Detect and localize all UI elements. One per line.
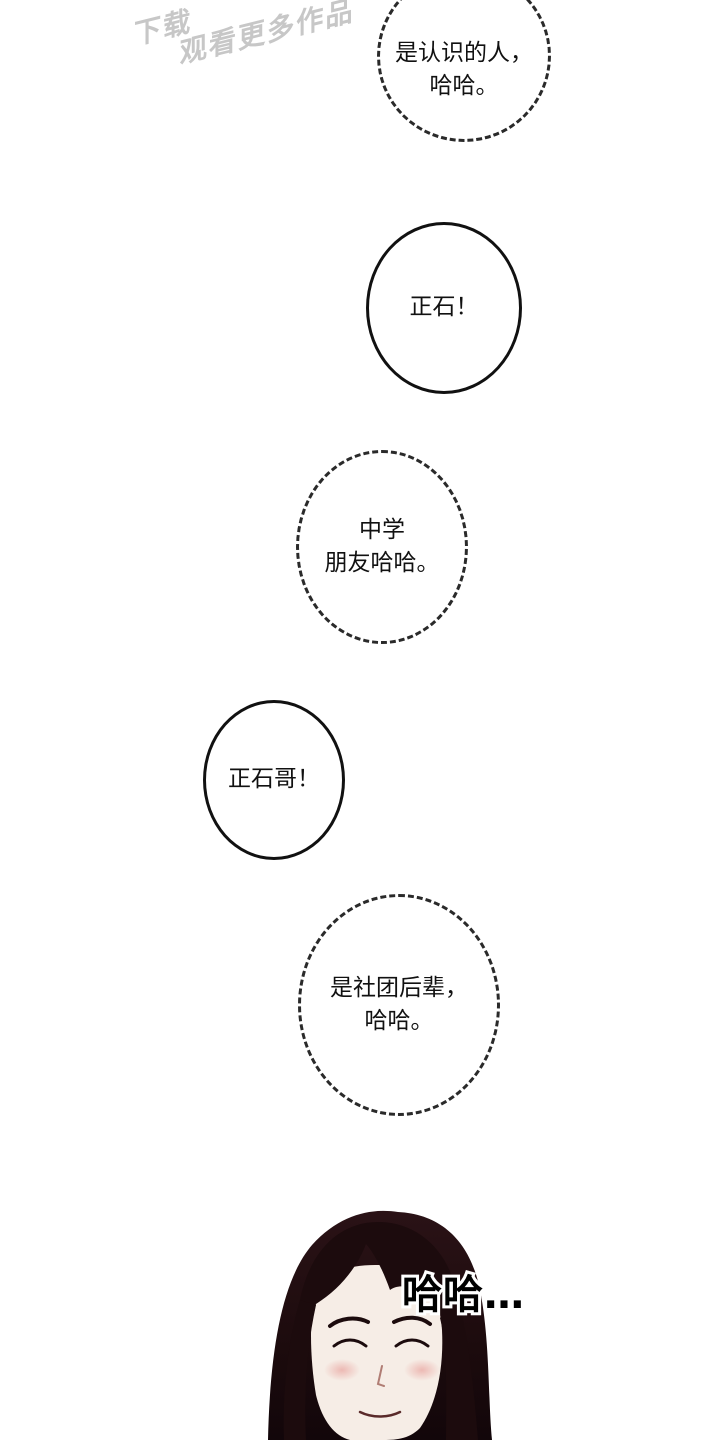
face xyxy=(311,1264,443,1440)
mouth xyxy=(358,1410,402,1418)
bubble-5-line-1: 是社团后辈， xyxy=(330,974,468,1001)
eye-right xyxy=(394,1338,430,1348)
blush-left xyxy=(324,1359,360,1381)
hair-side-left xyxy=(283,1300,316,1440)
sfx-laugh-outline: 哈哈… xyxy=(399,1269,527,1321)
speech-bubble-3: 中学 朋友哈哈。 xyxy=(296,450,468,644)
eyebrow-left xyxy=(328,1316,370,1328)
bubble-1-line-2: 哈哈。 xyxy=(429,73,499,99)
speech-bubble-1: 是认识的人， 哈哈。 xyxy=(377,0,551,142)
hair-side-right xyxy=(440,1292,478,1440)
eye-left xyxy=(332,1338,368,1348)
blush-right xyxy=(404,1359,440,1381)
bubble-2-line-1: 正石！ xyxy=(409,294,479,321)
hair-fringe xyxy=(297,1222,461,1395)
sfx-laugh: 哈哈… xyxy=(399,1262,527,1321)
nose xyxy=(376,1365,385,1387)
speech-bubble-5: 是社团后辈， 哈哈。 xyxy=(298,894,500,1116)
bubble-4-line-1: 正石哥！ xyxy=(228,766,320,793)
eyebrow-right xyxy=(392,1315,432,1326)
bubble-3-line-1: 中学 xyxy=(359,516,405,543)
bubble-5-line-2: 哈哈。 xyxy=(364,1008,434,1034)
bubble-1-line-1: 是认识的人， xyxy=(395,39,533,66)
speech-bubble-2: 正石！ xyxy=(366,222,522,394)
speech-bubble-4: 正石哥！ xyxy=(203,700,345,860)
bubble-3-line-2: 朋友哈哈。 xyxy=(324,550,440,576)
